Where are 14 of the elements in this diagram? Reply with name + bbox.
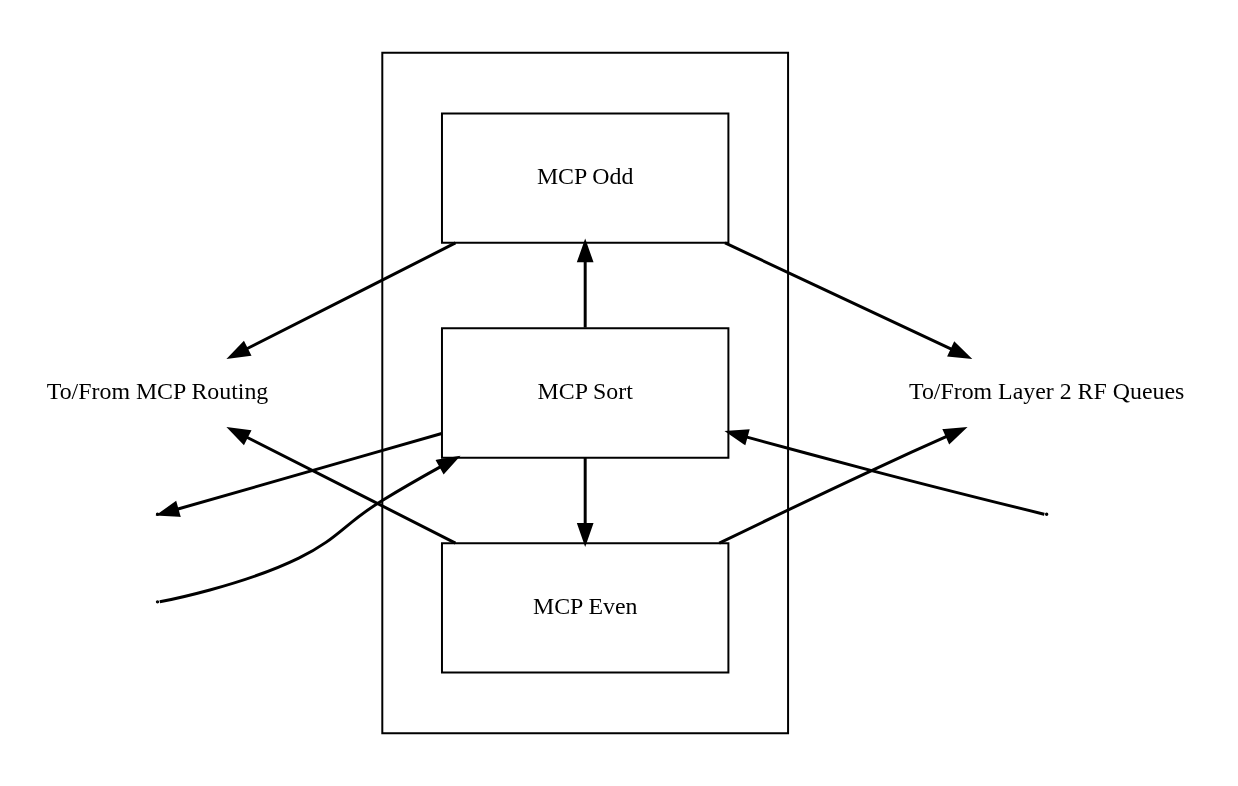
arrow (226, 241, 457, 360)
arrow (724, 429, 1045, 516)
node-box: MCP Even (440, 542, 730, 674)
node-box: MCP Odd (440, 112, 730, 244)
arrow (576, 457, 594, 547)
arrow (159, 455, 461, 604)
cluster (381, 51, 790, 735)
node-text: To/From Layer 2 RF Queues (908, 378, 1185, 405)
arrow (226, 426, 457, 545)
arrow (724, 241, 973, 359)
arrow (718, 427, 968, 545)
node-box: MCP Sort (440, 327, 730, 459)
node-text: To/From MCP Routing (46, 378, 269, 405)
arrow (576, 238, 594, 328)
